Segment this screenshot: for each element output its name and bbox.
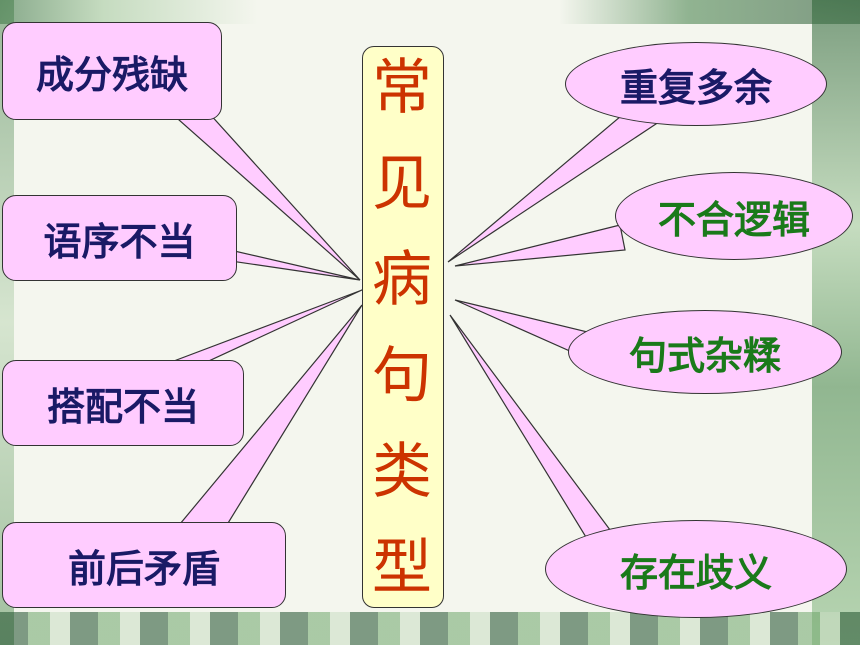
callout-left-4: 前后矛盾 — [2, 522, 286, 608]
callout-right-2: 不合逻辑 — [615, 172, 853, 260]
callout-left-3: 搭配不当 — [2, 360, 244, 446]
callout-label: 存在歧义 — [619, 550, 772, 595]
callout-label: 前后矛盾 — [67, 546, 220, 591]
callout-left-2: 语序不当 — [2, 195, 237, 281]
callout-right-4: 存在歧义 — [545, 520, 847, 618]
title-char: 见 — [372, 149, 432, 219]
callout-label: 句式杂糅 — [628, 333, 781, 378]
callout-label: 重复多余 — [619, 65, 772, 110]
callout-label: 语序不当 — [43, 219, 196, 264]
callout-tail-left-3 — [149, 289, 363, 371]
callout-right-1: 重复多余 — [565, 42, 827, 126]
center-title: 常 见 病 句 类 型 — [362, 58, 442, 598]
callout-label: 成分残缺 — [35, 52, 188, 97]
title-char: 句 — [372, 341, 432, 411]
title-char: 病 — [372, 245, 432, 315]
callout-tail-right-2 — [454, 224, 626, 267]
callout-label: 搭配不当 — [46, 384, 199, 429]
callout-right-3: 句式杂糅 — [568, 310, 842, 394]
center-scroll — [362, 46, 444, 608]
title-char: 类 — [372, 437, 432, 507]
title-char: 型 — [372, 533, 432, 603]
callout-left-1: 成分残缺 — [2, 22, 222, 120]
title-char: 常 — [372, 53, 432, 123]
callout-label: 不合逻辑 — [657, 197, 810, 242]
